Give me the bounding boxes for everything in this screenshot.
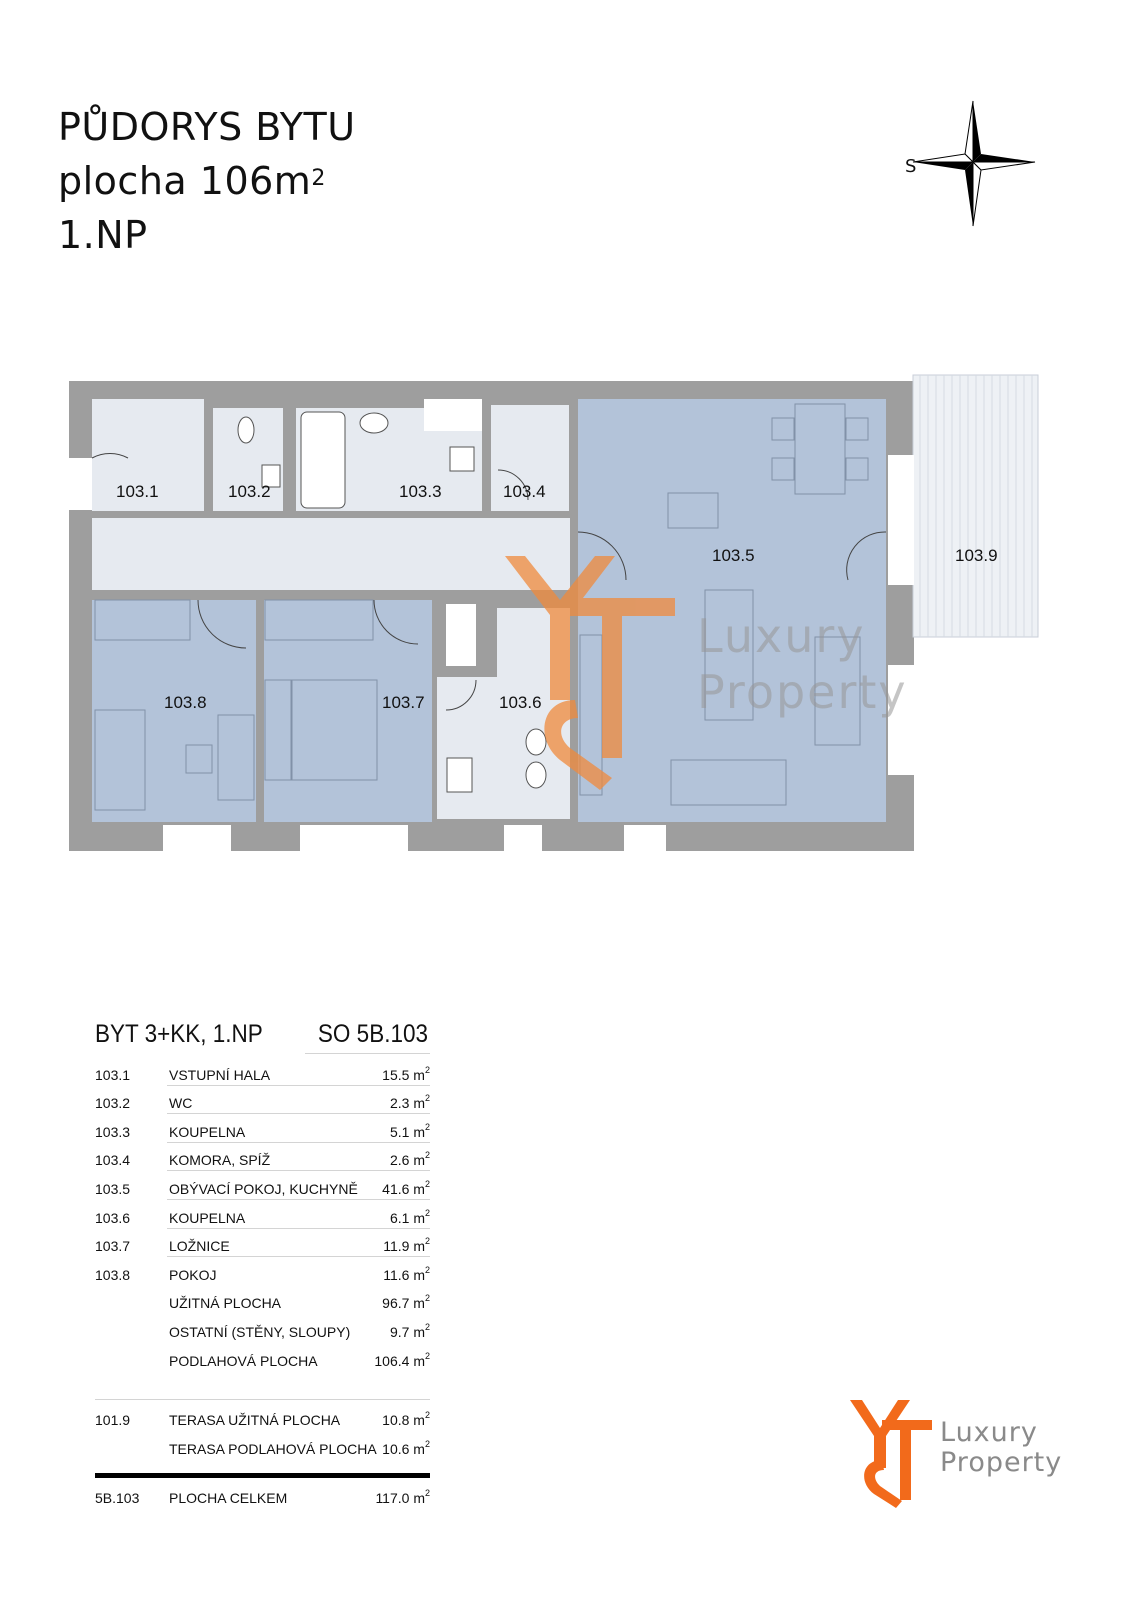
table-row: 101.9 TERASA UŽITNÁ PLOCHA 10.8 m2: [95, 1400, 430, 1429]
room-label-103-6: 103.6: [499, 693, 542, 712]
table-header-code: SO 5B.103: [317, 1020, 428, 1048]
room-label-103-9: 103.9: [955, 546, 998, 565]
room-label-103-5: 103.5: [712, 546, 755, 565]
row-name: PLOCHA CELKEM: [169, 1490, 288, 1507]
room-103-6: [437, 677, 570, 819]
room-label-103-4: 103.4: [503, 482, 546, 501]
row-name: TERASA UŽITNÁ PLOCHA: [169, 1412, 341, 1429]
row-area: 10.8 m2: [382, 1410, 430, 1429]
row-area: 11.6 m2: [383, 1264, 430, 1283]
row-code: 103.7: [95, 1238, 131, 1255]
table-row: 103.2 WC 2.3 m2: [95, 1083, 430, 1114]
row-name: OBÝVACÍ POKOJ, KUCHYNĚ: [169, 1180, 358, 1197]
row-name: POKOJ: [169, 1266, 217, 1283]
table-row: TERASA PODLAHOVÁ PLOCHA 10.6 m2: [95, 1428, 430, 1457]
table-header-unit: BYT 3+KK, 1.NP: [95, 1020, 263, 1048]
table-row: 103.3 KOUPELNA 5.1 m2: [95, 1111, 430, 1143]
watermark-text: Luxury Property: [697, 609, 908, 719]
watermark-logo-icon: [505, 556, 675, 790]
table-row: 103.5 OBÝVACÍ POKOJ, KUCHYNĚ 41.6 m2: [95, 1168, 430, 1200]
shaft-2: [446, 604, 476, 666]
hallway: [92, 518, 570, 590]
room-label-103-2: 103.2: [228, 482, 271, 501]
table-row: 103.1 VSTUPNÍ HALA 15.5 m2: [95, 1054, 430, 1086]
row-code: 103.1: [95, 1066, 131, 1083]
row-code: 103.4: [95, 1152, 131, 1169]
table-header: BYT 3+KK, 1.NP SO 5B.103: [95, 1020, 428, 1051]
table-divider: [95, 1472, 430, 1478]
row-name: LOŽNICE: [169, 1238, 230, 1255]
table-row: 103.7 LOŽNICE 11.9 m2: [95, 1226, 430, 1257]
table-row: 5B.103 PLOCHA CELKEM 117.0 m2: [95, 1478, 430, 1507]
room-label-103-7: 103.7: [382, 693, 425, 712]
compass-south-label: S: [905, 156, 917, 177]
row-area: 2.6 m2: [389, 1150, 430, 1169]
row-code: 103.3: [95, 1123, 131, 1140]
title-line-1: PŮDORYS BYTU: [58, 105, 356, 149]
title-line-2: plocha 106m2: [58, 159, 326, 203]
table-total-row: 5B.103 PLOCHA CELKEM 117.0 m2: [95, 1478, 430, 1507]
row-code: 5B.103: [95, 1490, 140, 1507]
row-name: KOUPELNA: [169, 1209, 246, 1226]
row-name: TERASA PODLAHOVÁ PLOCHA: [169, 1440, 377, 1457]
row-area: 9.7 m2: [389, 1321, 430, 1340]
room-103-1: [92, 399, 204, 511]
row-area: 10.6 m2: [382, 1438, 430, 1457]
row-code: 101.9: [95, 1412, 131, 1429]
room-label-103-1: 103.1: [116, 482, 159, 501]
table-row: UŽITNÁ PLOCHA 96.7 m2: [95, 1283, 430, 1312]
room-label-103-8: 103.8: [164, 693, 207, 712]
shaft: [424, 399, 482, 431]
brand-logo-icon: [850, 1400, 932, 1508]
floor-plan: 103.1 103.2 103.3 103.4 103.5 103.6 103.…: [69, 374, 1039, 851]
row-name: WC: [169, 1095, 193, 1112]
row-area: 106.4 m2: [374, 1350, 430, 1369]
row-name: VSTUPNÍ HALA: [169, 1066, 271, 1083]
row-area: 2.3 m2: [389, 1093, 430, 1112]
row-area: 117.0 m2: [375, 1488, 430, 1507]
table-row: PODLAHOVÁ PLOCHA 106.4 m2: [95, 1340, 430, 1369]
area-table: BYT 3+KK, 1.NP SO 5B.103 103.1 VSTUPNÍ HA…: [95, 1020, 430, 1506]
row-area: 5.1 m2: [389, 1121, 430, 1140]
row-name: KOUPELNA: [169, 1123, 246, 1140]
row-area: 41.6 m2: [382, 1178, 430, 1197]
row-area: 6.1 m2: [389, 1207, 430, 1226]
room-103-4: [491, 405, 569, 511]
room-label-103-3: 103.3: [399, 482, 442, 501]
table-row: 103.4 KOMORA, SPÍŽ 2.6 m2: [95, 1140, 430, 1171]
row-code: 103.2: [95, 1095, 131, 1112]
row-code: 103.5: [95, 1180, 131, 1197]
compass-rose-icon: [912, 100, 1036, 227]
table-row: 103.6 KOUPELNA 6.1 m2: [95, 1197, 430, 1229]
row-name: KOMORA, SPÍŽ: [169, 1152, 271, 1169]
brand-logo-text: Luxury Property: [940, 1417, 1063, 1478]
table-row: OSTATNÍ (STĚNY, SLOUPY) 9.7 m2: [95, 1311, 430, 1340]
row-area: 15.5 m2: [382, 1064, 430, 1083]
table-row: 103.8 POKOJ 11.6 m2: [95, 1254, 430, 1283]
plan-title: PŮDORYS BYTU plocha 106m2 1.NP: [58, 100, 356, 262]
row-code: 103.8: [95, 1266, 131, 1283]
row-area: 11.9 m2: [383, 1236, 430, 1255]
room-103-8: [92, 600, 256, 822]
row-area: 96.7 m2: [382, 1293, 430, 1312]
row-code: 103.6: [95, 1209, 131, 1226]
title-line-3: 1.NP: [58, 213, 148, 257]
row-name: PODLAHOVÁ PLOCHA: [169, 1352, 318, 1369]
row-name: OSTATNÍ (STĚNY, SLOUPY): [169, 1323, 351, 1340]
row-name: UŽITNÁ PLOCHA: [169, 1295, 282, 1312]
